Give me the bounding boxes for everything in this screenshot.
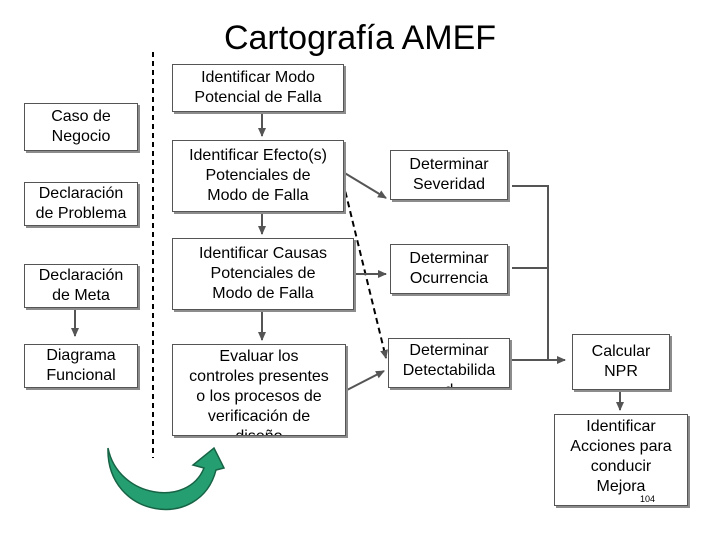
box-identificar-efecto: Identificar Efecto(s) Potenciales de Mod…	[172, 140, 344, 212]
box-declaracion-meta-label: Declaración de Meta	[38, 267, 124, 304]
curved-flow-arrow	[107, 446, 226, 511]
bracket-lines	[512, 185, 549, 360]
box-identificar-causas: Identificar Causas Potenciales de Modo d…	[172, 238, 354, 310]
box-evaluar-controles-label: Evaluar los controles presentes o los pr…	[189, 348, 329, 435]
box-evaluar-controles: Evaluar los controles presentes o los pr…	[172, 344, 346, 436]
page-title: Cartografía AMEF	[223, 19, 497, 57]
box-identificar-acciones: Identificar Acciones para conducir Mejor…	[554, 414, 688, 506]
box-declaracion-meta: Declaración de Meta	[24, 264, 138, 308]
arrow-modo-to-detect-dashed	[342, 181, 388, 359]
box-identificar-acciones-label: Identificar Acciones para conducir Mejor…	[570, 418, 672, 495]
box-declaracion-problema: Declaración de Problema	[24, 182, 138, 226]
box-diagrama-funcional: Diagrama Funcional	[24, 344, 138, 388]
box-identificar-efecto-label: Identificar Efecto(s) Potenciales de Mod…	[189, 147, 327, 204]
box-determinar-ocurrencia-label: Determinar Ocurrencia	[409, 250, 489, 287]
box-calcular-npr-label: Calcular NPR	[591, 343, 651, 380]
box-diagrama-funcional-label: Diagrama Funcional	[46, 347, 116, 384]
box-determinar-detectabilidad-label: Determinar Detectabilida d	[402, 342, 496, 387]
box-determinar-ocurrencia: Determinar Ocurrencia	[390, 244, 508, 294]
box-determinar-detectabilidad: Determinar Detectabilida d	[388, 338, 510, 388]
box-determinar-severidad: Determinar Severidad	[390, 150, 508, 200]
arrow-modo-to-severidad	[342, 171, 387, 199]
box-identificar-modo: Identificar Modo Potencial de Falla	[172, 64, 344, 112]
box-calcular-npr: Calcular NPR	[572, 334, 670, 390]
slide-number: 104	[640, 494, 656, 504]
box-determinar-severidad-label: Determinar Severidad	[409, 156, 489, 193]
box-identificar-causas-label: Identificar Causas Potenciales de Modo d…	[198, 245, 328, 302]
box-caso-negocio: Caso de Negocio	[24, 103, 138, 151]
box-caso-negocio-label: Caso de Negocio	[51, 108, 111, 145]
box-declaracion-problema-label: Declaración de Problema	[35, 185, 127, 222]
arrow-evaluar-to-detect	[346, 370, 385, 391]
box-identificar-modo-label: Identificar Modo Potencial de Falla	[194, 69, 322, 106]
